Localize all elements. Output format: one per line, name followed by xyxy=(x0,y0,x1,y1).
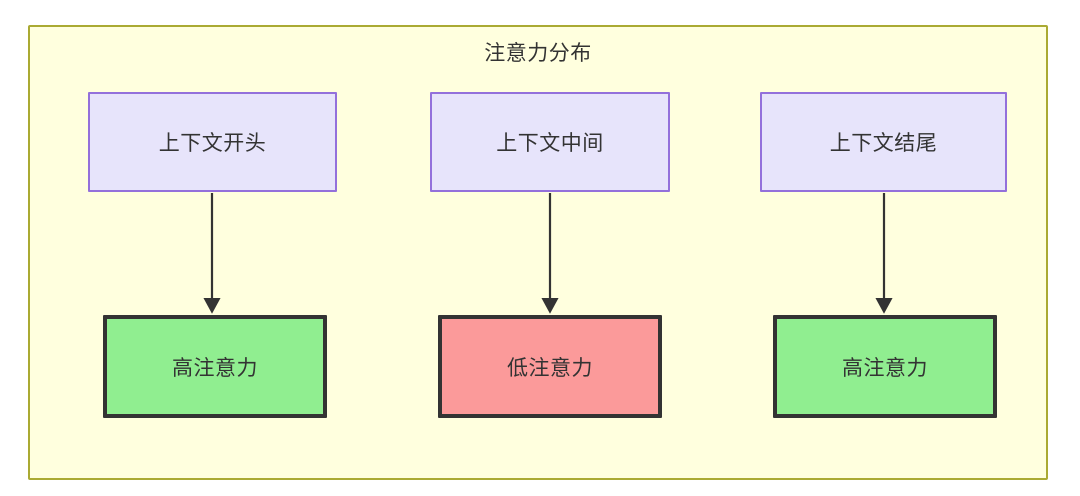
node-context-end-label: 上下文结尾 xyxy=(829,132,938,155)
node-attention-high-end[interactable]: 高注意力 xyxy=(773,315,997,418)
node-attention-low-middle[interactable]: 低注意力 xyxy=(438,315,662,418)
node-context-middle[interactable]: 上下文中间 xyxy=(430,92,670,192)
diagram-title: 注意力分布 xyxy=(484,42,592,65)
node-attention-high-start[interactable]: 高注意力 xyxy=(103,315,327,418)
node-context-start[interactable]: 上下文开头 xyxy=(88,92,337,192)
node-attention-high-end-label: 高注意力 xyxy=(842,356,928,380)
node-attention-high-start-label: 高注意力 xyxy=(172,356,258,380)
node-context-middle-label: 上下文中间 xyxy=(496,132,604,155)
node-attention-low-middle-label: 低注意力 xyxy=(507,356,593,380)
node-context-start-label: 上下文开头 xyxy=(158,132,267,155)
node-context-end[interactable]: 上下文结尾 xyxy=(760,92,1007,192)
